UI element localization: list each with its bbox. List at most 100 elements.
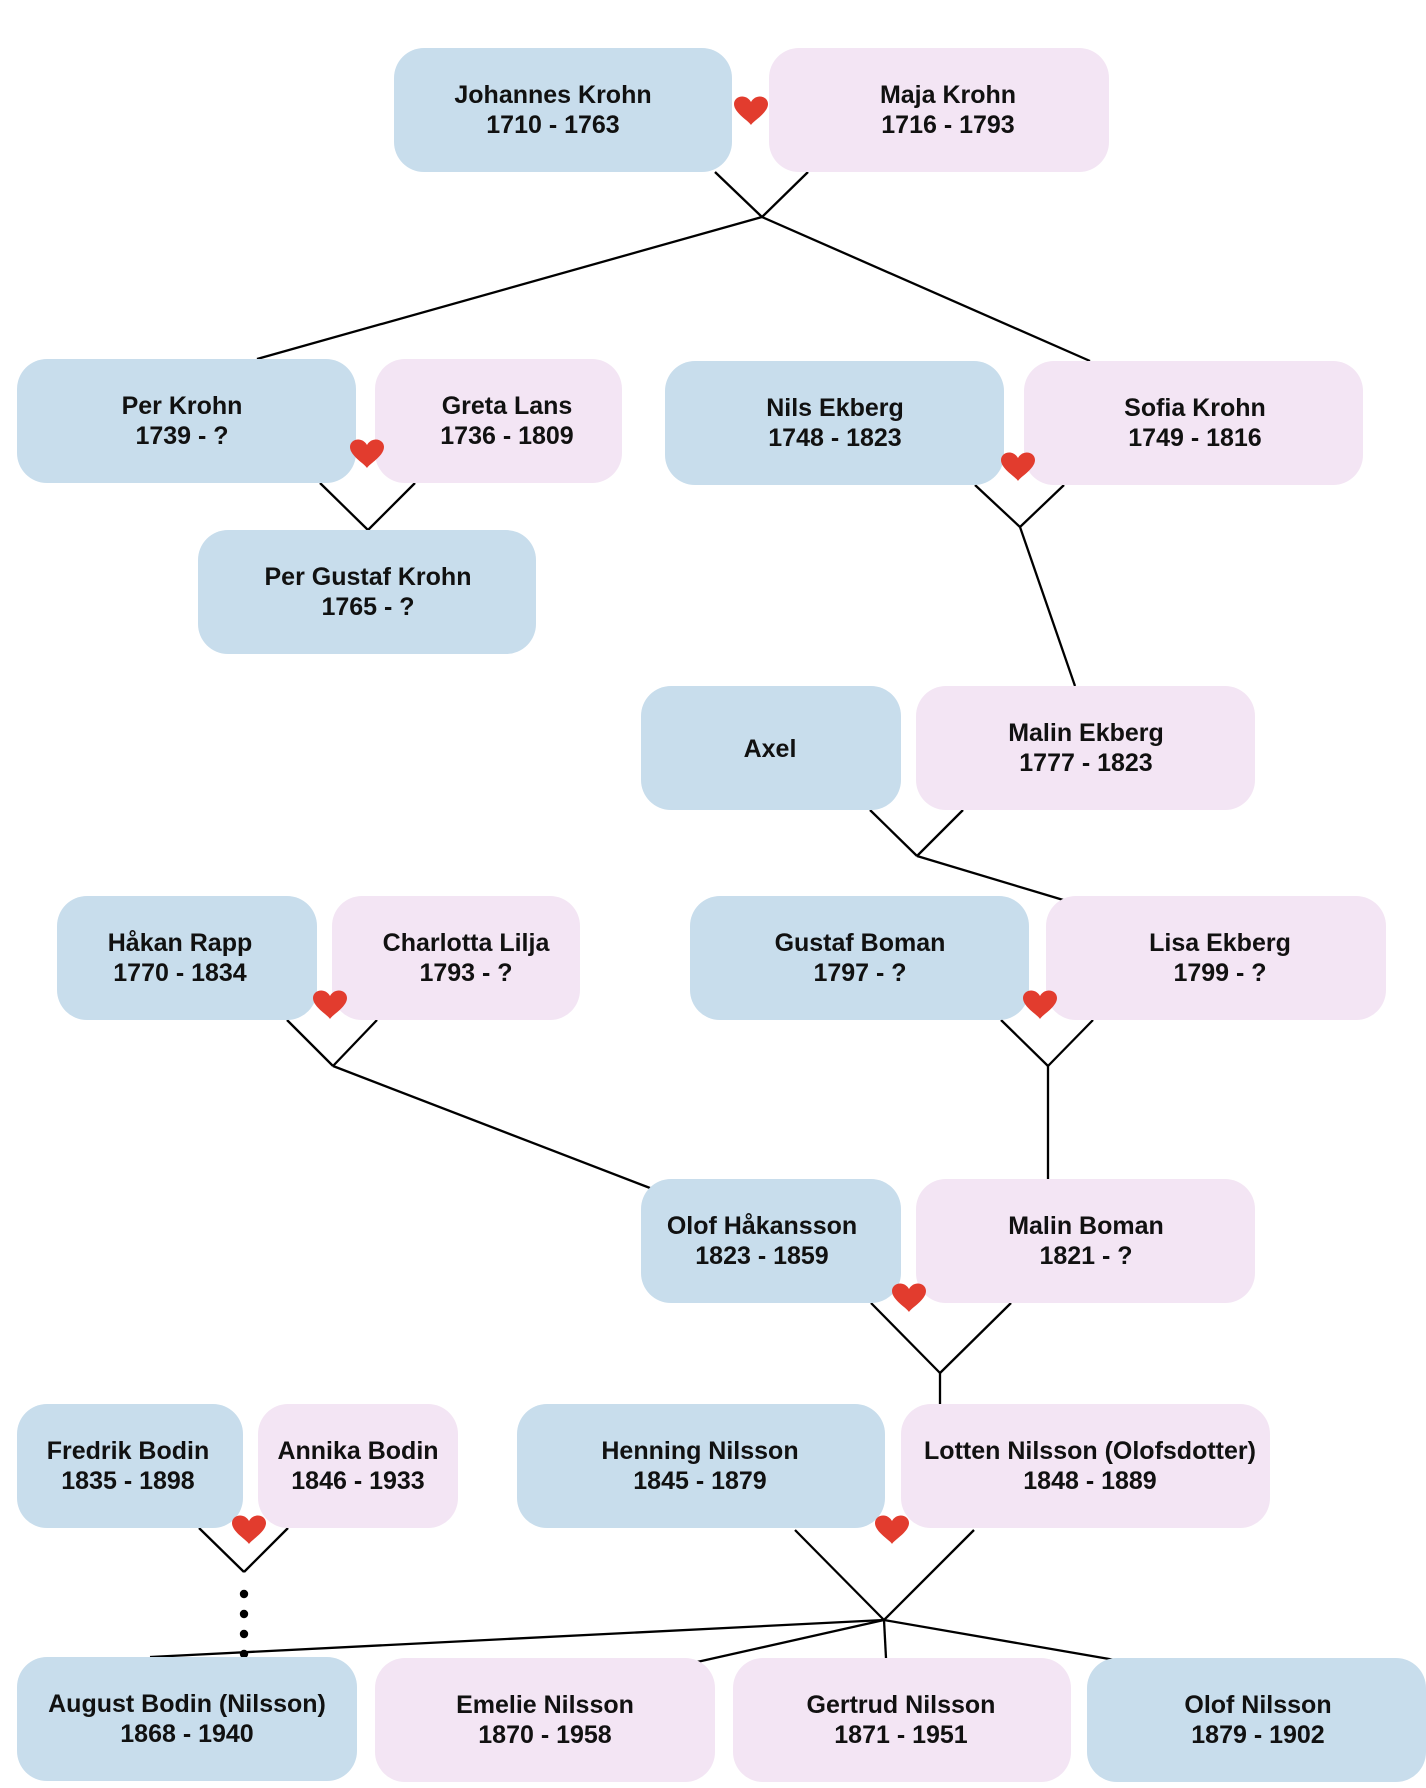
- person-dates: 1821 - ?: [1039, 1242, 1132, 1270]
- person-name: Per Krohn: [122, 392, 243, 420]
- couple-connector-fredrik-annika: [243, 1527, 289, 1573]
- person-dates: 1793 - ?: [419, 959, 512, 987]
- couple-connector-henning-lotten: [883, 1529, 975, 1621]
- person-dates: 1870 - 1958: [478, 1721, 612, 1749]
- person-dates: 1736 - 1809: [440, 422, 573, 450]
- person-box: [769, 48, 1109, 172]
- person-dates: 1710 - 1763: [486, 111, 619, 139]
- couple-connector-gustaf-lisa: [1047, 1019, 1094, 1067]
- heart-icon: [734, 96, 768, 125]
- person-node-august[interactable]: August Bodin (Nilsson)1868 - 1940: [17, 1657, 357, 1781]
- person-dates: 1848 - 1889: [1023, 1467, 1156, 1495]
- person-name: Annika Bodin: [277, 1437, 438, 1465]
- person-box: [375, 359, 622, 483]
- couple-connector-axel-malin: [916, 809, 964, 857]
- person-name: Lisa Ekberg: [1149, 929, 1291, 957]
- person-name: August Bodin (Nilsson): [48, 1690, 326, 1718]
- person-box: [916, 1179, 1255, 1303]
- person-dates: 1777 - 1823: [1019, 749, 1152, 777]
- person-name: Johannes Krohn: [454, 81, 651, 109]
- connector-lines: [149, 171, 1116, 1664]
- person-box: [690, 896, 1029, 1020]
- heart-icon: [1001, 452, 1035, 481]
- person-dates: 1739 - ?: [135, 422, 228, 450]
- couple-connector-olof-malin: [870, 1302, 941, 1374]
- dot: [239, 1589, 249, 1599]
- person-dates: 1879 - 1902: [1191, 1721, 1324, 1749]
- heart-icon: [232, 1515, 266, 1544]
- person-name: Olof Nilsson: [1184, 1691, 1331, 1719]
- couple-connector-gustaf-lisa: [1000, 1019, 1049, 1067]
- person-name: Malin Ekberg: [1008, 719, 1164, 747]
- person-dates: 1797 - ?: [813, 959, 906, 987]
- person-box: [1046, 896, 1386, 1020]
- descent-line-emelie: [696, 1618, 885, 1664]
- person-box: [57, 896, 317, 1020]
- person-name: Gustaf Boman: [775, 929, 946, 957]
- person-name: Nils Ekberg: [766, 394, 904, 422]
- descent-line-malin_e: [1018, 526, 1077, 687]
- person-dates: 1749 - 1816: [1128, 424, 1261, 452]
- person-box: [1087, 1658, 1426, 1782]
- person-dates: 1823 - 1859: [695, 1242, 828, 1270]
- person-name: Henning Nilsson: [601, 1437, 798, 1465]
- couple-connector-axel-malin: [869, 809, 918, 857]
- descent-line-per: [256, 215, 763, 361]
- person-box: [375, 1658, 715, 1782]
- person-box: [1024, 361, 1363, 485]
- person-name: Lotten Nilsson (Olofsdotter): [924, 1437, 1256, 1465]
- person-name: Olof Håkansson: [667, 1212, 857, 1240]
- person-name: Sofia Krohn: [1124, 394, 1266, 422]
- person-dates: 1770 - 1834: [113, 959, 247, 987]
- person-name: Axel: [744, 735, 797, 763]
- person-name: Greta Lans: [442, 392, 573, 420]
- couple-connector-fredrik-annika: [198, 1527, 245, 1573]
- person-box: [641, 1179, 901, 1303]
- person-node-axel[interactable]: Axel: [641, 686, 901, 810]
- person-name: Emelie Nilsson: [456, 1691, 634, 1719]
- person-dates: 1835 - 1898: [61, 1467, 195, 1495]
- couple-connector-olof-malin: [939, 1302, 1012, 1374]
- dot: [239, 1609, 249, 1619]
- person-name: Charlotta Lilja: [383, 929, 551, 957]
- person-dates: 1846 - 1933: [291, 1467, 424, 1495]
- couple-connector-hakan-charlotta: [332, 1019, 378, 1067]
- person-dates: 1716 - 1793: [881, 111, 1014, 139]
- couple-connector-nils-sofia: [974, 484, 1021, 528]
- descent-line-olof_h: [332, 1064, 651, 1190]
- person-name: Malin Boman: [1008, 1212, 1164, 1240]
- person-dates: 1868 - 1940: [120, 1720, 253, 1748]
- heart-icon: [1023, 990, 1057, 1019]
- person-node-lotten[interactable]: Lotten Nilsson (Olofsdotter)1848 - 1889: [901, 1404, 1270, 1528]
- person-name: Per Gustaf Krohn: [265, 563, 472, 591]
- person-dates: 1799 - ?: [1173, 959, 1266, 987]
- person-box: [901, 1404, 1270, 1528]
- descent-line-sofia: [761, 215, 1091, 363]
- descent-line-august: [149, 1618, 885, 1659]
- heart-icon: [875, 1515, 909, 1544]
- person-box: [17, 359, 356, 483]
- couple-connector-johannes-maja: [761, 171, 809, 218]
- person-dates: 1845 - 1879: [633, 1467, 766, 1495]
